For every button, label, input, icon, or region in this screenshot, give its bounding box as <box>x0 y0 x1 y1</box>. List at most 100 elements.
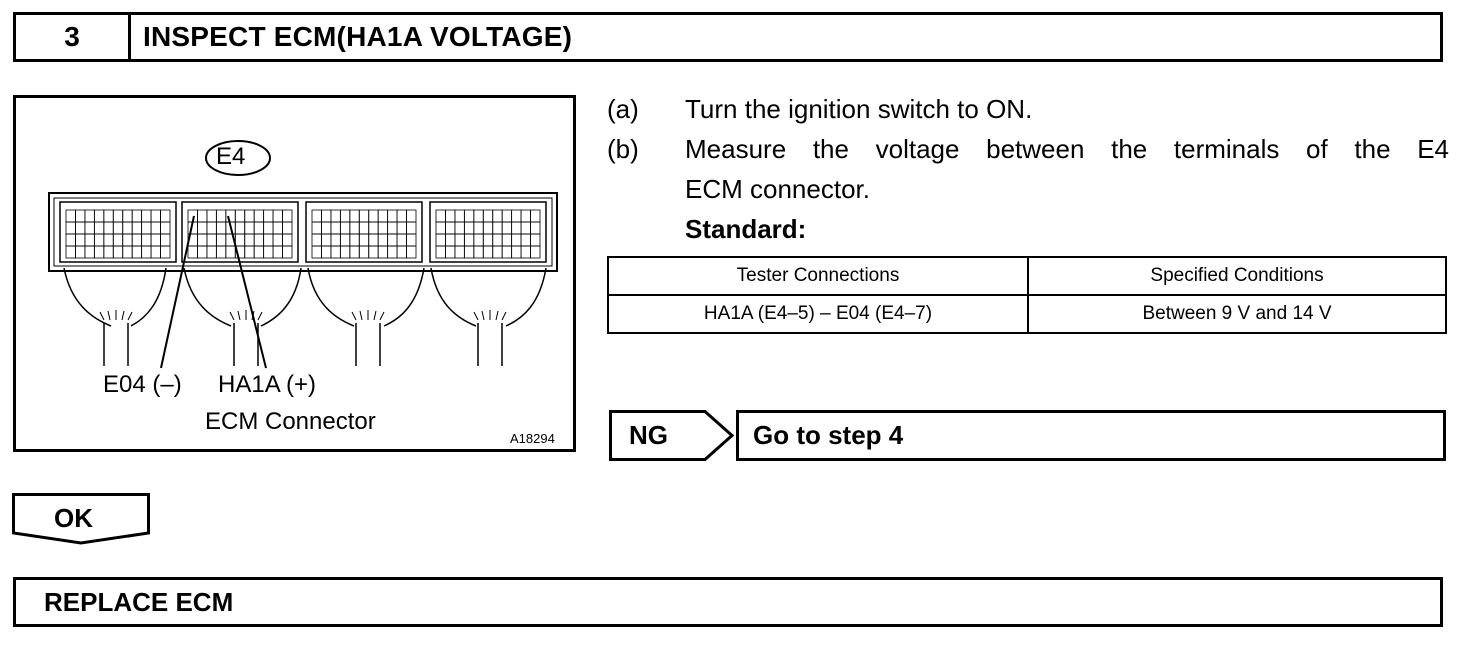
terminal-cell <box>435 221 446 235</box>
ng-arrow-shape <box>609 410 735 461</box>
terminal-cell <box>272 209 283 223</box>
terminal-cell <box>396 233 407 247</box>
step-title: INSPECT ECM(HA1A VOLTAGE) <box>143 21 573 52</box>
ecm-connector-drawing <box>48 140 558 369</box>
terminal-cell <box>463 209 475 223</box>
terminal-cell <box>349 233 360 247</box>
terminal-cell <box>93 209 105 223</box>
terminal-cell <box>244 209 255 223</box>
column-header: Specified Conditions <box>1027 256 1447 296</box>
figure-caption: ECM Connector <box>205 408 376 435</box>
terminal-cell <box>473 209 484 223</box>
wire-strands <box>99 310 507 321</box>
step-header: 3 INSPECT ECM(HA1A VOLTAGE) <box>13 12 1443 62</box>
terminal-cell <box>282 221 293 235</box>
terminal-cell <box>454 209 465 223</box>
terminal-cell <box>321 245 332 259</box>
terminal-cell <box>131 221 143 235</box>
instruction-text-line1: Measure the voltage between the terminal… <box>685 134 1449 164</box>
terminal-cell <box>103 221 114 235</box>
terminal-cell <box>65 221 76 235</box>
instruction-text-line2: ECM connector. <box>685 174 870 204</box>
terminal-cell <box>520 221 531 235</box>
replace-ecm-box: REPLACE ECM <box>13 577 1443 627</box>
terminal-cell <box>530 221 541 235</box>
terminal-cell <box>93 245 105 259</box>
terminal-cell <box>272 245 283 259</box>
terminal-cell <box>358 209 370 223</box>
terminal-cell <box>263 221 274 235</box>
terminal-cell <box>358 221 370 235</box>
terminal-cell <box>321 221 332 235</box>
terminal-cell <box>406 233 417 247</box>
terminal-cell <box>282 209 293 223</box>
ok-label: OK <box>54 503 93 533</box>
column-header: Tester Connections <box>607 256 1029 296</box>
terminal-cell <box>311 209 322 223</box>
terminal-cell <box>272 233 283 247</box>
e04-negative-label: E04 (–) <box>103 371 182 398</box>
terminal-cell <box>160 245 171 259</box>
terminal-cell <box>463 233 475 247</box>
terminal-cell <box>406 245 417 259</box>
terminal-cell <box>368 221 379 235</box>
terminal-cell <box>160 209 171 223</box>
terminal-cell <box>65 209 76 223</box>
connector-blocks <box>59 201 547 263</box>
instruction-b: (b) Measure the voltage between the term… <box>607 129 1449 209</box>
ok-arrow-shape <box>12 493 150 545</box>
terminal-cell <box>511 245 522 259</box>
terminal-cell <box>225 209 236 223</box>
connector-id-oval <box>205 140 271 176</box>
table-cell: HA1A (E4–5) – E04 (E4–7) <box>607 294 1029 334</box>
terminal-cell <box>368 209 379 223</box>
terminal-cell <box>282 245 293 259</box>
terminal-cell <box>482 221 494 235</box>
terminal-cell <box>349 209 360 223</box>
terminal-cell <box>282 233 293 247</box>
terminal-cell <box>473 221 484 235</box>
terminal-cell <box>445 209 456 223</box>
terminal-cell <box>435 245 446 259</box>
terminal-cell <box>530 245 541 259</box>
connector-figure: E4 E04 (–) HA1A (+) ECM Connector A18294 <box>13 95 576 452</box>
terminal-cell <box>160 233 171 247</box>
specification-table: Tester Connections Specified Conditions … <box>607 256 1447 334</box>
terminal-cell <box>482 209 494 223</box>
terminal-cell <box>141 221 152 235</box>
terminal-cell <box>197 221 208 235</box>
terminal-cell <box>65 245 76 259</box>
connector-block <box>59 201 177 263</box>
terminal-cell <box>377 209 389 223</box>
terminal-cell <box>197 233 208 247</box>
terminal-cell <box>396 245 407 259</box>
terminal-cell <box>377 245 389 259</box>
ha1a-positive-label: HA1A (+) <box>218 371 317 398</box>
terminal-cell <box>253 209 265 223</box>
terminal-cell <box>330 233 341 247</box>
terminal-cell <box>482 245 494 259</box>
terminal-cell <box>122 245 133 259</box>
terminal-cell <box>206 221 217 235</box>
terminal-cell <box>150 209 161 223</box>
terminal-cell <box>454 233 465 247</box>
terminal-cell <box>339 245 351 259</box>
terminal-cell <box>501 209 513 223</box>
connector-block <box>305 201 423 263</box>
terminal-cell <box>321 233 332 247</box>
terminal-cell <box>263 245 274 259</box>
terminal-cell <box>511 209 522 223</box>
terminal-cell <box>103 233 114 247</box>
terminal-cell <box>112 209 124 223</box>
terminal-cell <box>492 221 503 235</box>
instruction-marker: (b) <box>607 134 639 164</box>
terminal-cell <box>368 245 379 259</box>
terminal-cell <box>93 221 105 235</box>
terminal-cell <box>103 209 114 223</box>
ha1a-leader <box>227 215 267 369</box>
terminal-cell <box>368 233 379 247</box>
e04-leader <box>160 215 195 369</box>
table-cell: Between 9 V and 14 V <box>1027 294 1447 334</box>
terminal-cell <box>93 233 105 247</box>
terminal-cell <box>141 233 152 247</box>
